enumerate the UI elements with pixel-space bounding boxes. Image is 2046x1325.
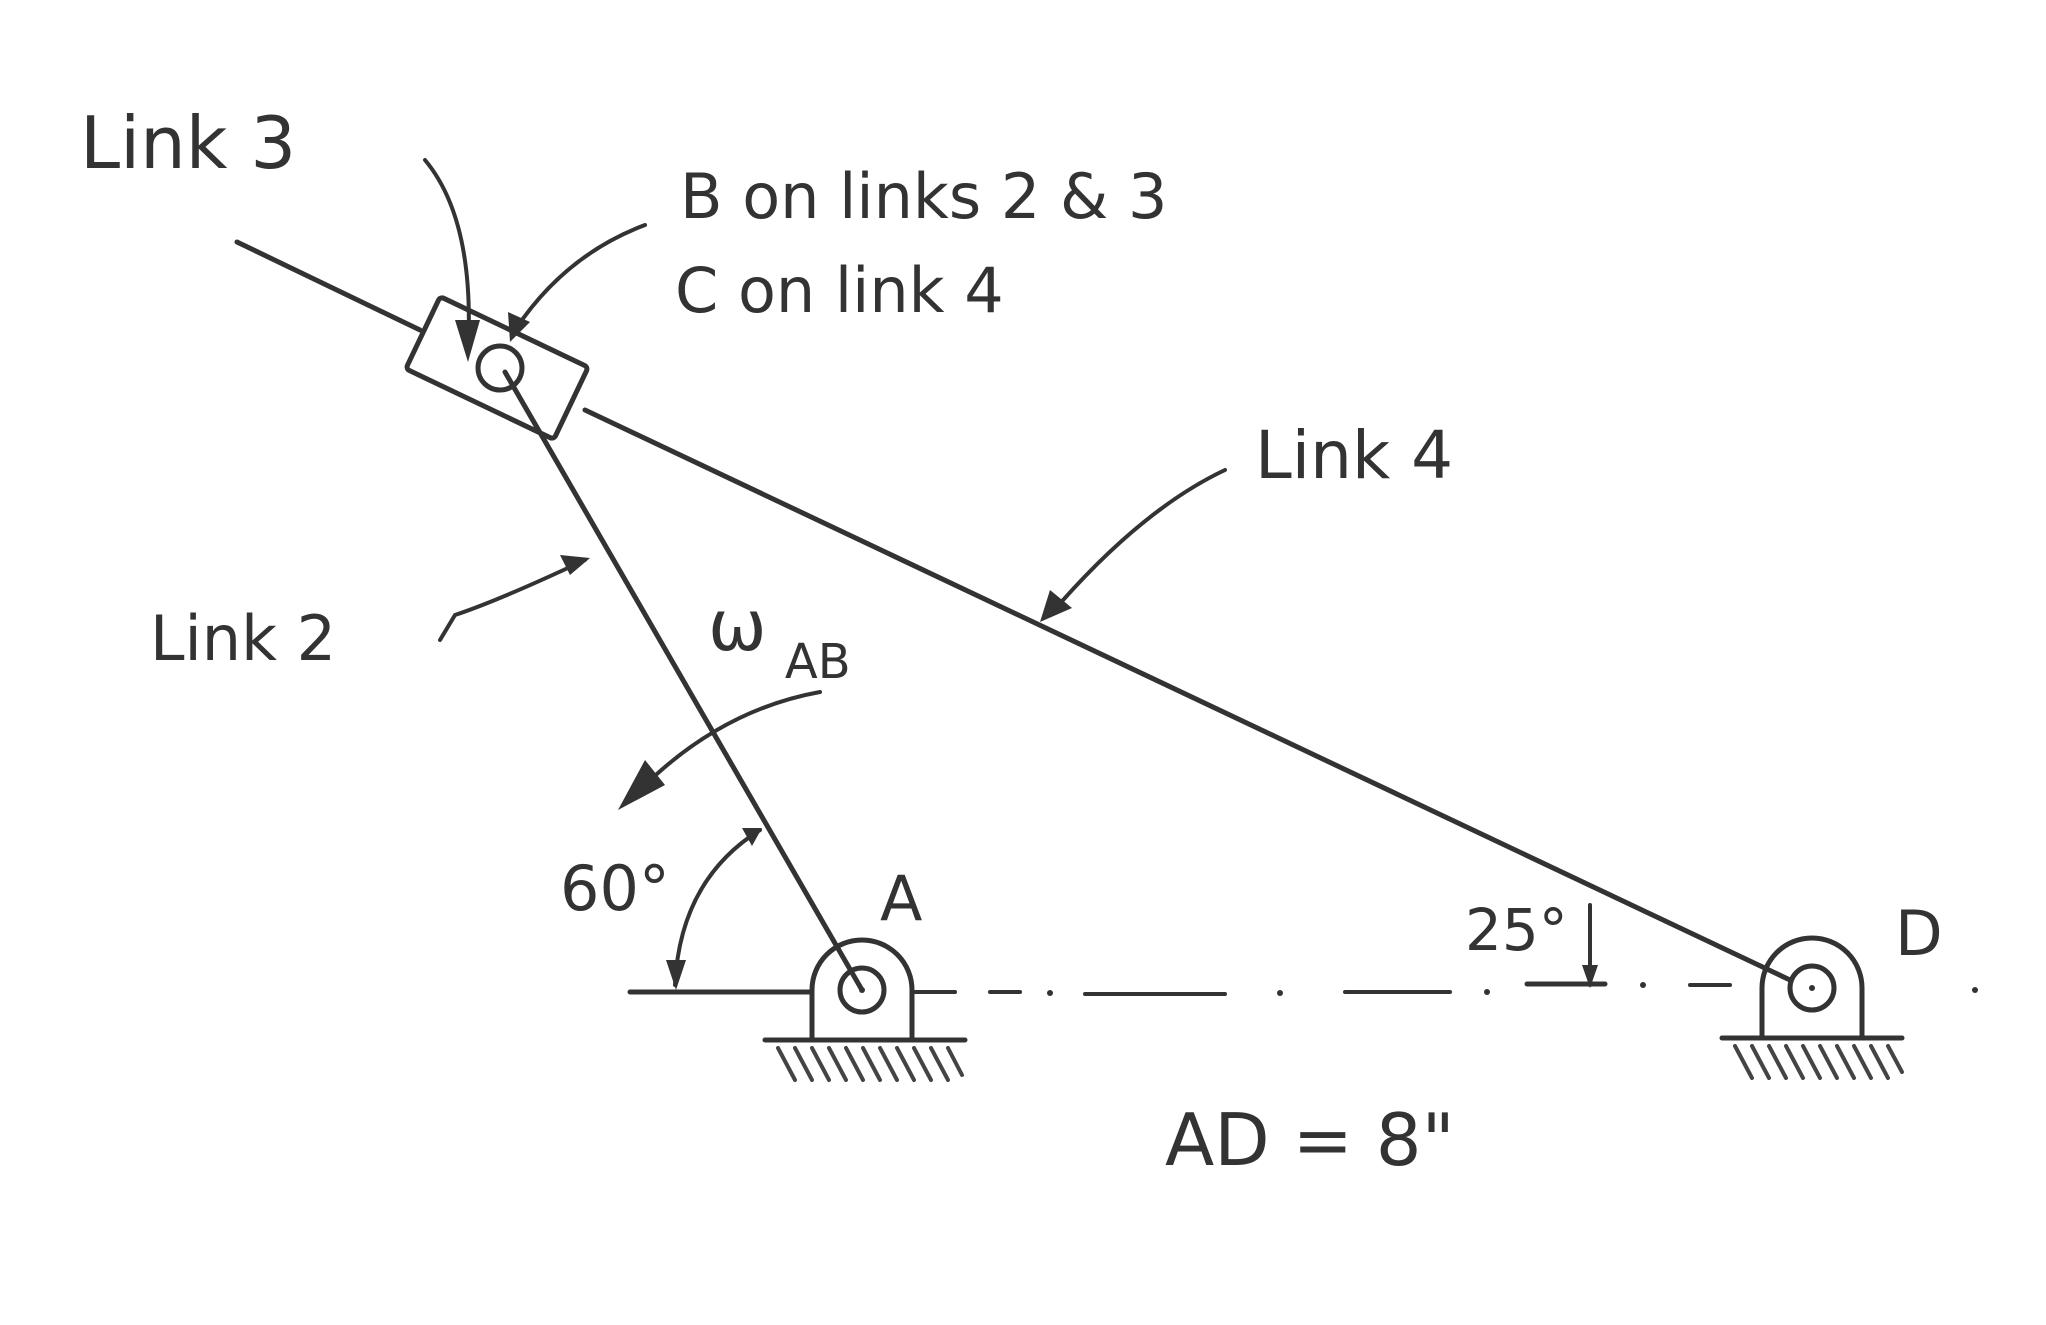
label-angle-25: 25° — [1465, 896, 1568, 964]
ground-baseline — [627, 981, 1978, 996]
omega-rotation-arrow — [618, 690, 822, 810]
label-ad-dimension: AD = 8" — [1165, 1098, 1455, 1182]
label-link-3: Link 3 — [80, 101, 296, 185]
label-angle-60: 60° — [560, 852, 670, 925]
angle-60-arc — [666, 828, 762, 990]
slider-block-link-3 — [404, 295, 590, 441]
label-link-4: Link 4 — [1255, 417, 1453, 494]
label-link-2: Link 2 — [150, 602, 336, 675]
b-note-leader-arrow — [508, 223, 647, 342]
link-2 — [502, 369, 865, 993]
label-b-note-line1: B on links 2 & 3 — [680, 160, 1168, 233]
angle-25-arrow — [1582, 903, 1598, 988]
link-3-leader-arrow — [423, 158, 480, 362]
pin-b — [475, 343, 525, 393]
label-b-note-line2: C on link 4 — [675, 254, 1004, 327]
ground-support-d — [1719, 935, 1905, 1080]
label-point-d: D — [1895, 897, 1943, 970]
link-4 — [234, 239, 1793, 983]
link-2-leader-arrow — [438, 555, 590, 642]
ground-support-a — [762, 937, 968, 1082]
label-point-a: A — [880, 862, 922, 935]
link-4-leader-arrow — [1040, 468, 1227, 622]
label-omega: ω AB — [708, 585, 851, 690]
